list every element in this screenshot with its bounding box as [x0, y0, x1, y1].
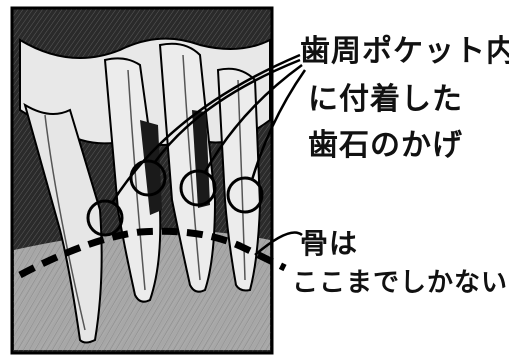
bone-level-dashed-line [18, 227, 287, 279]
tooth-2 [103, 57, 162, 303]
leader-line-1 [110, 53, 301, 204]
calculus-label-line-3: 歯石のかげ [308, 128, 463, 163]
bone-label-line-2: ここまでしかない [292, 268, 509, 298]
marker-circle-3 [179, 169, 217, 207]
leader-line-4 [250, 69, 307, 181]
calculus-label-line-2: に付着した [308, 82, 463, 117]
leader-line-3 [203, 63, 303, 173]
marker-circle-1 [86, 199, 124, 237]
leader-line-2 [153, 58, 301, 163]
calculus-label-line-1: 歯周ポケット内 [300, 34, 509, 69]
bone-leader-line [254, 231, 303, 256]
bone-label-line-1: 骨は [300, 227, 359, 260]
marker-circle-4 [226, 176, 264, 214]
tooth-1 [23, 102, 103, 344]
tooth-3 [158, 42, 217, 293]
calculus-shadow-2 [192, 110, 210, 208]
